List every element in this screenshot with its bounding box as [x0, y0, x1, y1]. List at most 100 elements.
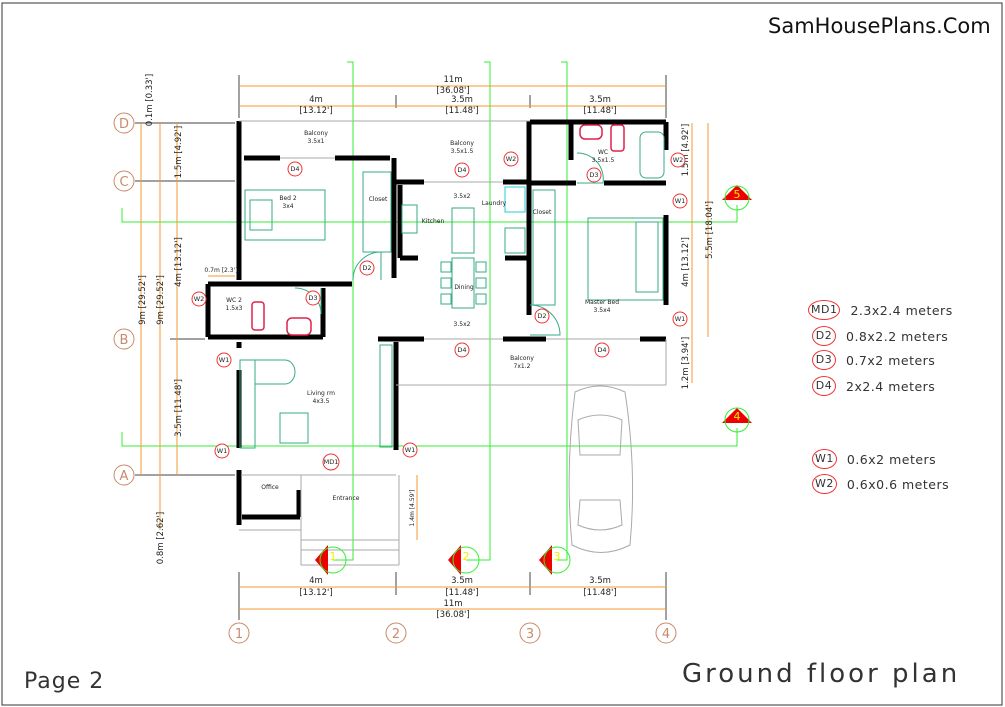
- tag-w1: W1: [675, 315, 686, 323]
- tag-w2: W2: [673, 156, 684, 164]
- tag-w1: W1: [217, 447, 228, 455]
- bathtub: [639, 131, 665, 179]
- tag-d3: D3: [308, 294, 317, 302]
- tag-w1: W1: [405, 446, 416, 454]
- grid-col-3: 3: [526, 627, 534, 642]
- dim-bottom-1: 4m: [309, 576, 323, 586]
- room-balcony-1: Balcony: [304, 130, 328, 137]
- dim-top-3-ft: [11.48']: [583, 106, 616, 116]
- dining-table: [451, 257, 475, 309]
- section-label-5: 5: [734, 188, 741, 201]
- opening-tags: D4 D4 W2 D3 W2 W1 D2 D3 W2 D2 W1 D4 D4 W…: [191, 151, 688, 471]
- legend-text: 0.8x2.2 meters: [846, 328, 949, 344]
- room-balcony-2-size: 3.5x1.5: [451, 148, 474, 155]
- section-markers: 1 2 3 4 5: [315, 185, 752, 575]
- legend-text: 2.3x2.4 meters: [850, 302, 953, 318]
- dim-left-offset: 0.1m [0.33']: [145, 74, 155, 126]
- section-label-1: 1: [330, 550, 337, 563]
- car-outline: [568, 385, 634, 553]
- dim-top-3: 3.5m: [589, 95, 611, 105]
- bed-2-bed: [244, 189, 326, 241]
- dim-bottom-1-ft: [13.12']: [299, 588, 332, 598]
- sofa: [239, 359, 256, 449]
- room-wc-2: WC 2: [226, 297, 242, 304]
- dim-bottom-total: 11m: [443, 599, 462, 609]
- coffee-table: [279, 412, 309, 444]
- legend-tag: W1: [812, 449, 837, 469]
- dim-top-total-ft: [36.08']: [436, 86, 469, 96]
- grid-bubbles: [113, 112, 677, 644]
- legend-tag: D4: [812, 376, 836, 396]
- grid-row-d: D: [119, 117, 129, 132]
- dimension-lines: [140, 85, 709, 610]
- dim-right-mid: 4m [13.12']: [681, 237, 691, 287]
- room-entrance: Entrance: [333, 495, 360, 502]
- dim-top-total: 11m: [443, 75, 462, 85]
- grid-row-c: C: [119, 175, 128, 190]
- dim-left-front: 0.8m [2.62']: [156, 512, 166, 564]
- legend-tag: W2: [812, 474, 837, 494]
- drawing-title: Ground floor plan: [682, 659, 961, 689]
- tag-md1: MD1: [324, 458, 339, 466]
- room-wc-size: 3.5x1.5: [592, 157, 615, 164]
- legend-tag: D2: [812, 326, 836, 346]
- room-kitchen-size: 3.5x2: [454, 193, 471, 200]
- laundry-sink: [504, 186, 526, 213]
- tag-d4: D4: [457, 166, 466, 174]
- room-office: Office: [261, 484, 279, 491]
- room-living: Living rm: [307, 390, 335, 397]
- room-closet-2: Closet: [533, 209, 552, 216]
- dim-left-ba: 3.5m [11.48']: [174, 379, 184, 437]
- grid-row-a: A: [120, 469, 129, 484]
- room-wc-2-size: 1.5x3: [226, 305, 243, 312]
- dim-bottom-total-ft: [36.08']: [436, 610, 469, 620]
- master-closet: [532, 189, 556, 306]
- section-lines: [121, 61, 738, 561]
- tag-w1: W1: [219, 356, 230, 364]
- dim-left-total-a: 9m [29.52']: [138, 275, 148, 325]
- room-living-size: 4x3.5: [313, 398, 330, 405]
- furniture: [239, 131, 665, 449]
- room-master-bed-size: 3.5x4: [594, 307, 611, 314]
- tag-d4: D4: [597, 346, 606, 354]
- grid-col-4: 4: [662, 627, 670, 642]
- tag-d4: D4: [457, 346, 466, 354]
- section-marker-5: [722, 185, 752, 211]
- section-label-4: 4: [734, 410, 741, 423]
- section-label-2: 2: [463, 550, 470, 563]
- room-laundry: Laundry: [482, 200, 507, 207]
- tag-d2: D2: [362, 264, 371, 272]
- grid-lines: [135, 75, 667, 620]
- room-balcony-3-size: 7x1.2: [514, 363, 531, 370]
- legend-item-d2: D2 0.8x2.2 meters: [812, 326, 948, 346]
- legend-item-w2: W2 0.6x0.6 meters: [812, 474, 949, 494]
- room-wc: WC: [598, 149, 608, 156]
- grid-row-b: B: [120, 333, 129, 348]
- bath-fixtures: [251, 124, 625, 336]
- room-bed-2: Bed 2: [279, 195, 297, 202]
- legend-tag: D3: [812, 350, 836, 370]
- section-marker-2: [448, 545, 480, 575]
- tag-d4: D4: [290, 165, 299, 173]
- legend-text: 0.6x2 meters: [846, 451, 937, 467]
- kitchen-island: [451, 207, 475, 254]
- dim-left-total-b: 9m [29.52']: [156, 275, 166, 325]
- legend-text: 2x2.4 meters: [846, 378, 936, 394]
- dim-top-2: 3.5m: [451, 95, 473, 105]
- room-dining-size: 3.5x2: [454, 321, 471, 328]
- dim-bottom-2-ft: [11.48']: [445, 588, 478, 598]
- legend-text: 0.6x0.6 meters: [846, 476, 950, 492]
- grid-col-2: 2: [392, 627, 400, 642]
- room-closet-1: Closet: [369, 196, 388, 203]
- room-dining: Dining: [454, 284, 474, 291]
- section-marker-3: [539, 545, 571, 575]
- dim-bottom-3-ft: [11.48']: [583, 588, 616, 598]
- dim-left-dc: 1.5m [4.92']: [174, 126, 184, 178]
- legend-item-d4: D4 2x2.4 meters: [812, 376, 935, 396]
- dim-right-total: 5.5m [18.04']: [705, 201, 715, 259]
- tag-w1: W1: [675, 197, 686, 205]
